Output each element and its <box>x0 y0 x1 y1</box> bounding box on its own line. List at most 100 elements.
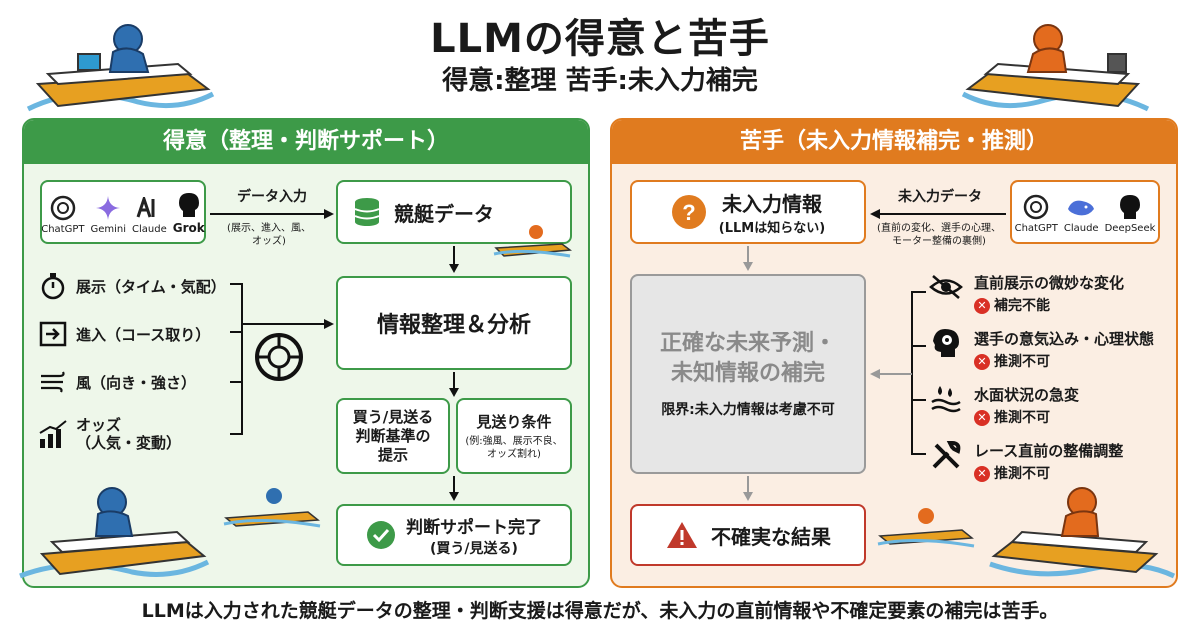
missing-input-note: (直前の変化、選手の心理、 モーター整備の裏側) <box>877 223 1001 247</box>
risk-item: 水面状況の急変 ✕推測不可 <box>926 384 1176 440</box>
factor-label: 風（向き・強さ） <box>76 373 197 392</box>
flow-arrow-1 <box>448 246 460 274</box>
brand-claude: Claude <box>132 192 167 235</box>
chatgpt-icon <box>1020 191 1052 223</box>
flow-arrow-right-2 <box>742 476 754 502</box>
boat-illustration-top-left <box>18 14 218 118</box>
analysis-label: 情報整理＆分析 <box>376 313 531 338</box>
boat-mini-icon <box>492 218 572 258</box>
factor-item: オッズ （人気・変動） <box>38 408 248 460</box>
risk-title: 直前展示の微妙な変化 <box>974 274 1125 292</box>
chatgpt-knot-icon <box>252 330 306 384</box>
brand-chatgpt-right-label: ChatGPT <box>1014 222 1058 234</box>
risk-item: 選手の意気込み・心理状態 ✕推測不可 <box>926 328 1176 384</box>
risk-title: レース直前の整備調整 <box>974 442 1124 460</box>
boat-data-label: 競艇データ <box>394 201 494 226</box>
uncertain-label: 不確実な結果 <box>711 524 831 549</box>
brand-claude-label: Claude <box>132 224 167 235</box>
skip-note: (例:強風、展示不良、 オッズ割れ) <box>465 436 563 460</box>
risk-status: 推測不可 <box>994 354 1050 370</box>
flow-arrow-right-1 <box>742 246 754 272</box>
arrow-box-icon <box>38 319 68 349</box>
risk-item: レース直前の整備調整 ✕推測不可 <box>926 440 1176 496</box>
factor-item: 進入（コース取り） <box>38 314 248 354</box>
wind-icon <box>38 367 68 397</box>
strengths-heading: 得意（整理・判断サポート） <box>24 120 588 164</box>
brand-chatgpt-right: ChatGPT <box>1015 191 1058 234</box>
factor-list: 展示（タイム・気配） 進入（コース取り） 風（向き・強さ） オッズ （人気・変動… <box>38 266 248 460</box>
complete-title: 判断サポート完了 <box>406 517 542 538</box>
boat-illustration-small-left <box>222 478 322 528</box>
brand-deepseek: DeepSeek <box>1105 191 1155 234</box>
skip-title: 見送り条件 <box>476 413 552 431</box>
missing-input-arrow <box>868 208 1008 220</box>
weaknesses-heading: 苦手（未入力情報補完・推測） <box>612 120 1176 164</box>
factor-label: 展示（タイム・気配） <box>76 277 226 296</box>
brand-claude-right-label: Claude <box>1063 222 1099 234</box>
brand-grok-label: Grok <box>172 221 205 235</box>
bar-chart-icon <box>38 419 68 449</box>
boat-illustration-bottom-left <box>12 476 212 586</box>
prediction-limit: 限界:未入力情報は考慮不可 <box>661 402 835 418</box>
prediction-title: 正確な未来予測・ 未知情報の補完 <box>659 331 836 386</box>
risk-item: 直前展示の微妙な変化 ✕補完不能 <box>926 272 1176 328</box>
chatgpt-icon <box>47 192 79 224</box>
brand-gemini: Gemini <box>90 192 127 235</box>
brand-chatgpt-label: ChatGPT <box>41 224 85 235</box>
missing-input-label: 未入力データ <box>898 189 982 205</box>
decision-complete-box: 判断サポート完了 (買う/見送る) <box>336 504 572 566</box>
complete-sub: (買う/見送る) <box>430 540 518 557</box>
svg-text:?: ? <box>682 200 695 225</box>
boat-illustration-bottom-right <box>986 476 1176 586</box>
data-input-arrow <box>210 208 336 220</box>
brand-claude-right: Claude <box>1064 191 1099 234</box>
stopwatch-icon <box>38 271 68 301</box>
x-circle-icon: ✕ <box>974 410 990 426</box>
llm-brands-box-right: ChatGPT Claude DeepSeek <box>1010 180 1160 244</box>
uncertain-result-box: 不確実な結果 <box>630 504 866 566</box>
skip-conditions-box: 見送り条件 (例:強風、展示不良、 オッズ割れ) <box>456 398 572 474</box>
water-icon <box>926 384 966 414</box>
factor-label: 進入（コース取り） <box>76 325 211 344</box>
risk-list: 直前展示の微妙な変化 ✕補完不能 選手の意気込み・心理状態 ✕推測不可 水面状況… <box>926 272 1176 496</box>
whale-icon <box>1065 191 1097 223</box>
data-input-note: (展示、進入、風、 オッズ) <box>227 223 311 247</box>
factor-item: 展示（タイム・気配） <box>38 266 248 306</box>
risk-status: 補完不能 <box>994 298 1050 314</box>
brand-gemini-label: Gemini <box>90 224 127 235</box>
unknown-info-box: ? 未入力情報 (LLMは知らない) <box>630 180 866 244</box>
page-subtitle: 得意:整理 苦手:未入力補完 <box>442 66 758 96</box>
risk-status: 推測不可 <box>994 466 1050 482</box>
boat-illustration-small-right <box>876 500 976 550</box>
flow-arrow-2 <box>448 372 460 398</box>
check-circle-icon <box>366 520 396 550</box>
llm-brands-box: ChatGPT Gemini Claude Grok <box>40 180 206 244</box>
database-icon <box>352 196 382 228</box>
risk-bracket <box>868 290 928 460</box>
tools-icon <box>926 440 966 470</box>
x-circle-icon: ✕ <box>974 354 990 370</box>
x-circle-icon: ✕ <box>974 298 990 314</box>
prediction-box: 正確な未来予測・ 未知情報の補完 限界:未入力情報は考慮不可 <box>630 274 866 474</box>
factor-item: 風（向き・強さ） <box>38 362 248 402</box>
question-circle-icon: ? <box>671 194 707 230</box>
footer-summary: LLMは入力された競艇データの整理・判断支援は得意だが、未入力の直前情報や不確定… <box>141 600 1059 622</box>
unknown-sub: (LLMは知らない) <box>718 221 826 236</box>
head-silhouette-icon <box>1114 191 1146 223</box>
factor-label: オッズ （人気・変動） <box>76 416 182 452</box>
brand-chatgpt: ChatGPT <box>41 192 85 235</box>
flow-arrow-3 <box>448 476 460 502</box>
eye-slash-icon <box>926 272 966 302</box>
criteria-box: 買う/見送る 判断基準の 提示 <box>336 398 450 474</box>
claude-icon <box>133 192 165 224</box>
risk-title: 水面状況の急変 <box>974 386 1080 404</box>
risk-status: 推測不可 <box>994 410 1050 426</box>
x-circle-icon: ✕ <box>974 466 990 482</box>
factor-bracket <box>228 282 338 442</box>
warning-icon <box>665 520 699 550</box>
head-silhouette-icon <box>173 189 205 221</box>
head-gear-icon <box>926 328 966 358</box>
gemini-icon <box>92 192 124 224</box>
page-title: LLMの得意と苦手 <box>430 16 770 62</box>
criteria-label: 買う/見送る 判断基準の 提示 <box>352 407 434 464</box>
